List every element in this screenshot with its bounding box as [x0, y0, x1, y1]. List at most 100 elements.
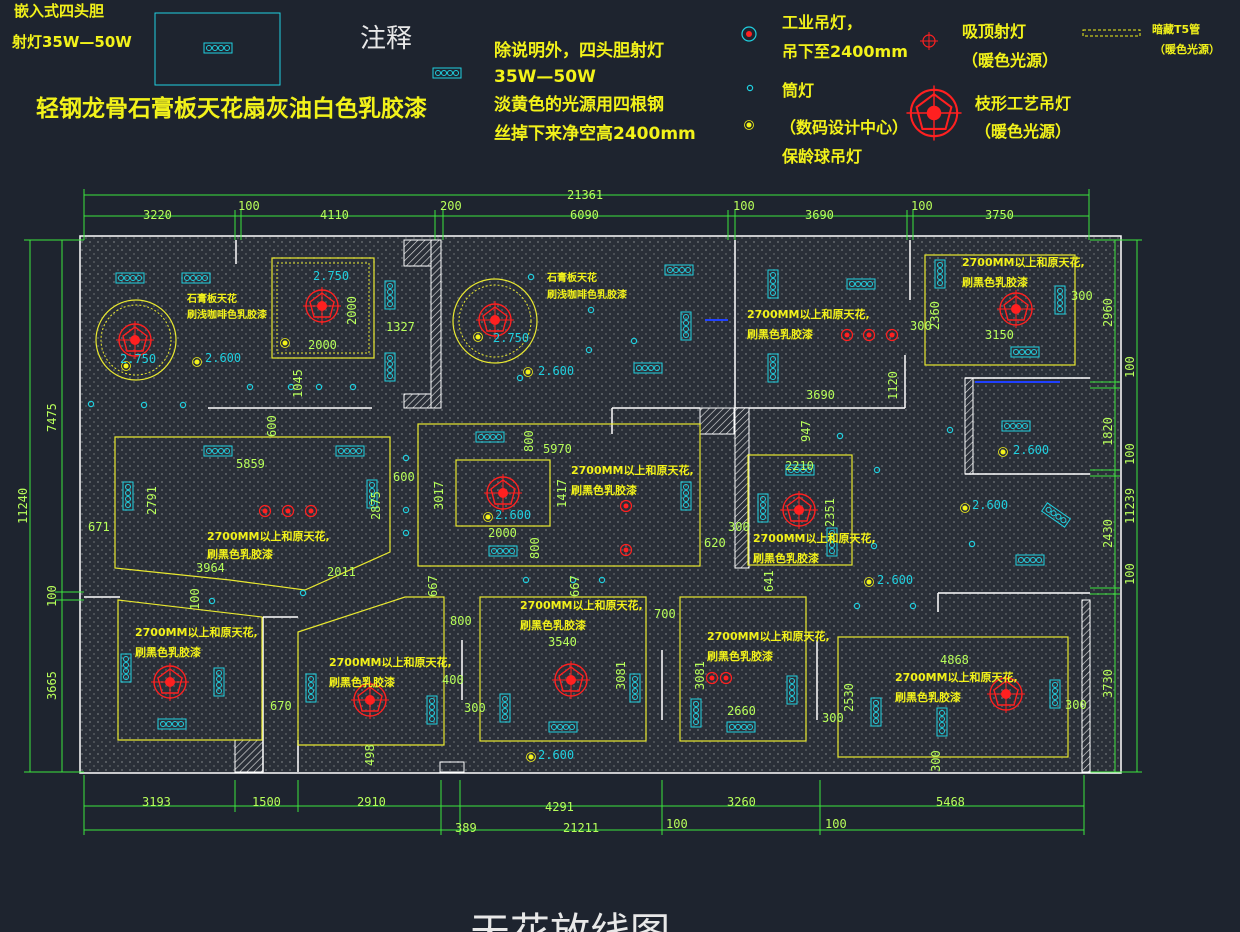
svg-text:2700MM以上和原天花,: 2700MM以上和原天花, [753, 531, 876, 545]
svg-text:2700MM以上和原天花,: 2700MM以上和原天花, [520, 598, 643, 612]
svg-text:刷浅咖啡色乳胶漆: 刷浅咖啡色乳胶漆 [187, 308, 267, 321]
gypsum-circle-center [452, 278, 538, 364]
svg-text:刷黑色乳胶漆: 刷黑色乳胶漆 [962, 275, 1028, 289]
svg-text:3017: 3017 [432, 481, 446, 510]
svg-text:2000: 2000 [308, 338, 337, 352]
industrial-lamp-height: 吊下至2400mm [782, 42, 908, 61]
svg-text:刷黑色乳胶漆: 刷黑色乳胶漆 [520, 618, 586, 632]
svg-text:3665: 3665 [45, 671, 59, 700]
svg-text:3690: 3690 [806, 388, 835, 402]
svg-text:6090: 6090 [570, 208, 599, 222]
svg-text:100: 100 [911, 199, 933, 213]
gypsum-circle-left [95, 299, 177, 381]
zone-bottom-fourth [679, 596, 807, 742]
svg-text:刷黑色乳胶漆: 刷黑色乳胶漆 [753, 551, 819, 565]
svg-text:600: 600 [393, 470, 415, 484]
svg-text:刷黑色乳胶漆: 刷黑色乳胶漆 [747, 327, 813, 341]
svg-text:2700MM以上和原天花,: 2700MM以上和原天花, [571, 463, 694, 477]
svg-text:700: 700 [654, 607, 676, 621]
svg-text:667: 667 [568, 575, 582, 597]
t5-tube-note: （暖色光源） [1154, 42, 1220, 56]
svg-text:21211: 21211 [563, 821, 599, 835]
svg-text:刷浅咖啡色乳胶漆: 刷浅咖啡色乳胶漆 [547, 288, 627, 301]
svg-text:3081: 3081 [693, 661, 707, 690]
svg-text:2351: 2351 [823, 498, 837, 527]
zone-bottom-left [117, 599, 263, 741]
svg-text:2700MM以上和原天花,: 2700MM以上和原天花, [962, 255, 1085, 269]
svg-text:300: 300 [1065, 698, 1087, 712]
svg-text:100: 100 [1123, 356, 1137, 378]
svg-text:670: 670 [270, 699, 292, 713]
svg-text:5970: 5970 [543, 442, 572, 456]
svg-text:2700MM以上和原天花,: 2700MM以上和原天花, [329, 655, 452, 669]
svg-text:2.600: 2.600 [972, 498, 1008, 512]
room-labels: 石膏板天花 刷浅咖啡色乳胶漆 石膏板天花 刷浅咖啡色乳胶漆 2700MM以上和原… [135, 255, 1085, 704]
svg-text:2791: 2791 [145, 486, 159, 515]
svg-text:100: 100 [666, 817, 688, 831]
ceiling-spotlight-icon [920, 32, 938, 50]
zone-bottom-second [297, 596, 445, 746]
ceiling-spotlight-label: 吸顶射灯 [962, 22, 1026, 41]
svg-text:2210: 2210 [785, 459, 814, 473]
bowling-lamp-label-1: （数码设计中心） [780, 118, 908, 137]
svg-text:石膏板天花: 石膏板天花 [186, 292, 237, 305]
svg-text:刷黑色乳胶漆: 刷黑色乳胶漆 [895, 690, 961, 704]
svg-text:3540: 3540 [548, 635, 577, 649]
svg-text:600: 600 [265, 415, 279, 437]
zone-bottom-third [479, 596, 647, 742]
svg-text:刷黑色乳胶漆: 刷黑色乳胶漆 [207, 547, 273, 561]
svg-text:498: 498 [363, 744, 377, 766]
legend: 嵌入式四头胆 射灯35W—50W 注释 轻钢龙骨石膏板天花扇灰油白色乳胶漆 除说… [11, 2, 1220, 166]
note-spotlight-icon [432, 67, 462, 79]
dimension-text: 21361 3220 100 4110 200 6090 100 3690 10… [16, 188, 1137, 835]
bowling-lamp-icon [744, 120, 754, 130]
svg-text:100: 100 [238, 199, 260, 213]
svg-text:100: 100 [1123, 563, 1137, 585]
t5-tube-icon [1082, 29, 1141, 37]
svg-text:刷黑色乳胶漆: 刷黑色乳胶漆 [329, 675, 395, 689]
svg-text:2.600: 2.600 [495, 508, 531, 522]
svg-text:刷黑色乳胶漆: 刷黑色乳胶漆 [571, 483, 637, 497]
legend-box-fixture-watt: 射灯35W—50W [11, 33, 132, 51]
svg-text:2.600: 2.600 [205, 351, 241, 365]
note-line-2: 35W—50W [494, 67, 596, 87]
svg-text:4110: 4110 [320, 208, 349, 222]
svg-text:2.600: 2.600 [1013, 443, 1049, 457]
floor-area [80, 236, 1121, 773]
svg-text:800: 800 [522, 430, 536, 452]
square-ceiling-zone [271, 257, 375, 359]
zone-bottom-right [837, 636, 1069, 758]
svg-text:3081: 3081 [614, 661, 628, 690]
svg-text:刷黑色乳胶漆: 刷黑色乳胶漆 [707, 649, 773, 663]
svg-text:100: 100 [45, 585, 59, 607]
svg-text:300: 300 [1071, 289, 1093, 303]
svg-text:2.750: 2.750 [120, 352, 156, 366]
svg-text:3690: 3690 [805, 208, 834, 222]
legend-box-fixture-label: 嵌入式四头胆 [14, 2, 104, 20]
svg-text:1120: 1120 [886, 371, 900, 400]
svg-text:1045: 1045 [291, 369, 305, 398]
branch-pendant-note: （暖色光源） [975, 122, 1071, 141]
svg-text:800: 800 [450, 614, 472, 628]
drawing-title: 天花放线图 [470, 910, 670, 932]
note-line-3: 淡黄色的光源用四根钢 [494, 94, 664, 115]
svg-text:2700MM以上和原天花,: 2700MM以上和原天花, [207, 529, 330, 543]
notes-heading: 注释 [360, 24, 412, 54]
svg-text:4868: 4868 [940, 653, 969, 667]
svg-text:2000: 2000 [488, 526, 517, 540]
svg-text:671: 671 [88, 520, 110, 534]
dimension-lines [24, 189, 1142, 835]
outer-wall [79, 235, 1122, 774]
branch-pendant-icon [905, 84, 963, 142]
svg-text:2700MM以上和原天花,: 2700MM以上和原天花, [895, 670, 1018, 684]
svg-text:2000: 2000 [345, 296, 359, 325]
legend-box-fixture-frame [154, 12, 281, 86]
svg-text:300: 300 [822, 711, 844, 725]
svg-text:3150: 3150 [985, 328, 1014, 342]
svg-text:620: 620 [704, 536, 726, 550]
svg-text:2.600: 2.600 [538, 748, 574, 762]
industrial-lamp-label: 工业吊灯， [782, 13, 862, 32]
svg-text:800: 800 [528, 537, 542, 559]
svg-text:2430: 2430 [1101, 519, 1115, 548]
